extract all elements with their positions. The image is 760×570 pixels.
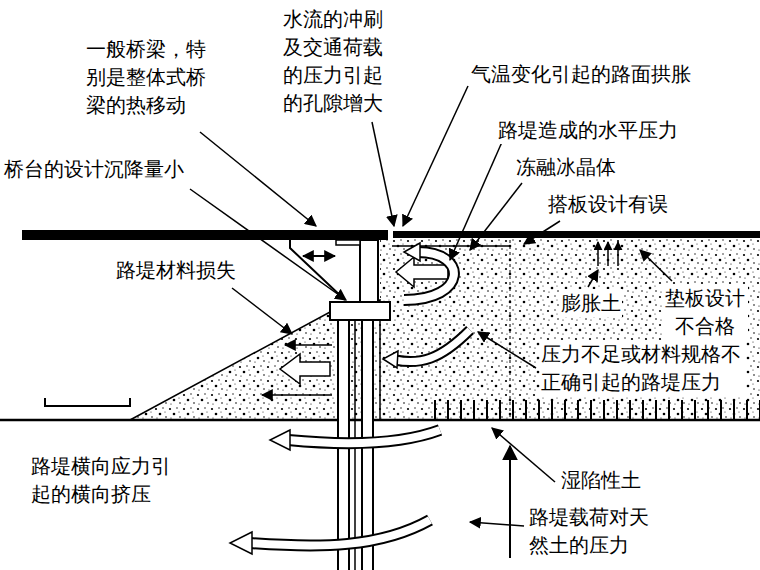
annotation-label: 路堤横向应力引起的横向挤压 [30, 452, 176, 508]
annotation-label: 垫板设计不合格 [662, 284, 748, 340]
annotation-label: 路堤材料损失 [115, 256, 237, 284]
annotation-label: 水流的冲刷及交通荷载的压力引起的孔隙增大 [282, 5, 388, 117]
ground-line [0, 419, 760, 422]
leader-lines [190, 86, 672, 526]
bridge-structure [22, 230, 760, 570]
dimension-bracket [45, 398, 130, 406]
annotation-label: 桥台的设计沉降量小 [3, 155, 185, 183]
annotation-label: 一般桥梁，特别是整体式桥梁的热移动 [85, 35, 211, 119]
annotation-label: 膨胀土 [560, 289, 622, 317]
annotation-label: 压力不足或材料规格不正确引起的路堤压力 [540, 340, 746, 396]
annotation-label: 冻融冰晶体 [515, 153, 617, 181]
annotation-label: 搭板设计有误 [547, 190, 669, 218]
annotation-label: 路堤造成的水平压力 [497, 116, 679, 144]
thermal-arrow [303, 255, 335, 257]
annotation-label: 气温变化引起的路面拱胀 [470, 60, 692, 88]
annotation-label: 湿陷性土 [560, 466, 642, 494]
annotation-label: 路堤载荷对天然土的压力 [528, 503, 654, 559]
